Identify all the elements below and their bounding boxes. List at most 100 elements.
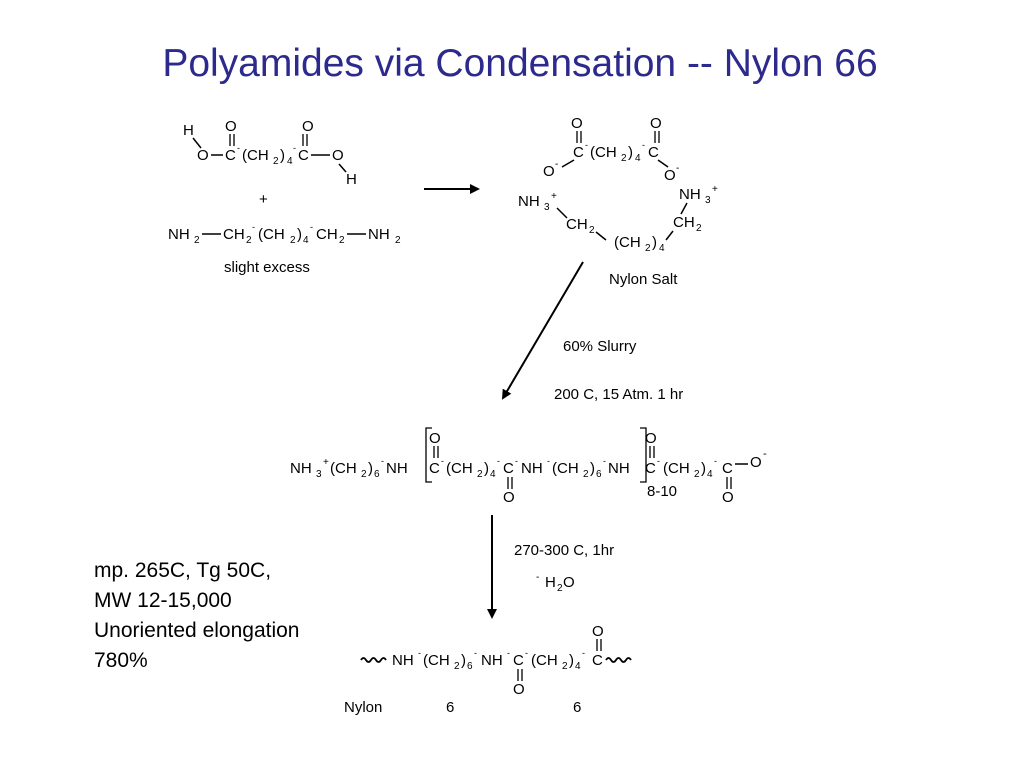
acid-o-left: O [197,147,209,164]
acid-h-right: H [346,171,357,188]
slurry-condition: 60% Slurry [563,338,637,355]
amine-nh-left: NH [168,226,190,243]
svg-text:-: - [763,448,767,460]
svg-text:-: - [536,572,539,583]
svg-text:4: 4 [707,469,713,480]
svg-text:NH: NH [386,460,408,477]
salt-c-left: C [573,144,584,161]
repeat-count: 8-10 [647,483,677,500]
svg-text:): ) [368,460,373,477]
amine-nh-right: NH [368,226,390,243]
polymer-o-bottom: O [513,681,525,698]
adipic-acid-structure: H O C O - (CH 2 ) 4 - C O O H [183,118,357,188]
svg-text:(CH: (CH [663,460,690,477]
svg-text:): ) [652,234,657,251]
svg-text:2: 2 [361,469,367,480]
property-elongation-label: Unoriented elongation [94,619,300,642]
svg-text:-: - [582,648,585,658]
prepolymer-o-top-2: O [645,430,657,447]
acid-carbonyl-o-left: O [225,118,237,135]
svg-text:2: 2 [246,235,252,246]
svg-text:3: 3 [705,195,711,206]
svg-text:): ) [590,460,595,477]
salt-chain: (CH [590,144,617,161]
svg-text:NH: NH [481,652,503,669]
temp-pressure-condition: 200 C, 15 Atm. 1 hr [554,386,683,403]
prepolymer-end-group: NH [290,460,312,477]
salt-ch2-left: CH [566,216,588,233]
svg-text:-: - [381,456,384,466]
svg-text:C: C [513,652,524,669]
property-mp-tg: mp. 265C, Tg 50C, [94,559,272,582]
svg-text:2: 2 [589,225,595,236]
acid-o-right: O [332,147,344,164]
svg-text:+: + [712,184,718,195]
svg-text:6: 6 [596,469,602,480]
plus-sign: + [259,191,268,208]
salt-o-minus-left: O [543,163,555,180]
svg-text:2: 2 [645,243,651,254]
svg-text:O: O [563,574,575,591]
svg-text:2: 2 [557,583,563,594]
svg-text:(CH: (CH [531,652,558,669]
svg-text:4: 4 [635,153,641,164]
amine-chain: (CH [258,226,285,243]
svg-text:6: 6 [374,469,380,480]
svg-text:2: 2 [621,153,627,164]
salt-nh3-right: NH [679,186,701,203]
svg-text:2: 2 [583,469,589,480]
repeat-bracket-left [425,427,432,483]
salt-nh3-left: NH [518,193,540,210]
svg-text:3: 3 [544,202,550,213]
svg-text:-: - [676,163,679,174]
svg-text:-: - [642,140,645,150]
slide-title: Polyamides via Condensation -- Nylon 66 [162,42,878,85]
chain-continuation-right [605,657,632,663]
svg-text:): ) [461,652,466,669]
svg-text:-: - [603,456,606,466]
svg-text:+: + [323,457,329,468]
nylon-salt-label: Nylon Salt [609,271,678,288]
water-loss: H [545,574,556,591]
svg-text:2: 2 [339,235,345,246]
svg-text:): ) [280,147,285,164]
prepolymer-o-minus: O [750,454,762,471]
svg-text:-: - [293,143,296,153]
svg-text:): ) [297,226,302,243]
svg-text:-: - [497,456,500,466]
svg-text:2: 2 [454,661,460,672]
svg-text:(CH: (CH [330,460,357,477]
nylon-salt-structure: O C - (CH 2 ) 4 - C O O - O - NH 3 + NH … [518,115,718,254]
svg-text:-: - [310,222,313,232]
svg-text:C: C [429,460,440,477]
svg-text:C: C [645,460,656,477]
properties-text: mp. 265C, Tg 50C, MW 12-15,000 Unoriente… [94,556,300,676]
svg-text:): ) [569,652,574,669]
diamine-structure: NH 2 CH 2 - (CH 2 ) 4 - CH 2 NH 2 [168,222,401,246]
polymer-o-top: O [592,623,604,640]
nylon-label: Nylon [344,699,382,716]
nylon-number-1: 6 [446,699,454,716]
chain-continuation-left [360,657,387,663]
amine-ch2-right: CH [316,226,338,243]
prepolymer-o-top-1: O [429,430,441,447]
svg-text:NH: NH [521,460,543,477]
repeat-bracket-right [640,427,647,483]
property-elongation-value: 780% [94,649,148,672]
amine-ch2-left: CH [223,226,245,243]
svg-text:): ) [701,460,706,477]
svg-text:2: 2 [694,469,700,480]
svg-text:-: - [714,456,717,466]
acid-carbonyl-o-right: O [302,118,314,135]
svg-text:4: 4 [575,661,581,672]
svg-text:(CH: (CH [423,652,450,669]
svg-text:NH: NH [608,460,630,477]
nylon-number-2: 6 [573,699,581,716]
svg-text:-: - [555,159,558,170]
svg-text:): ) [484,460,489,477]
svg-text:-: - [252,222,255,232]
svg-text:2: 2 [395,235,401,246]
reaction-arrow-diagonal [501,261,584,400]
salt-carbonyl-o-right: O [650,115,662,132]
salt-o-minus-right: O [664,167,676,184]
